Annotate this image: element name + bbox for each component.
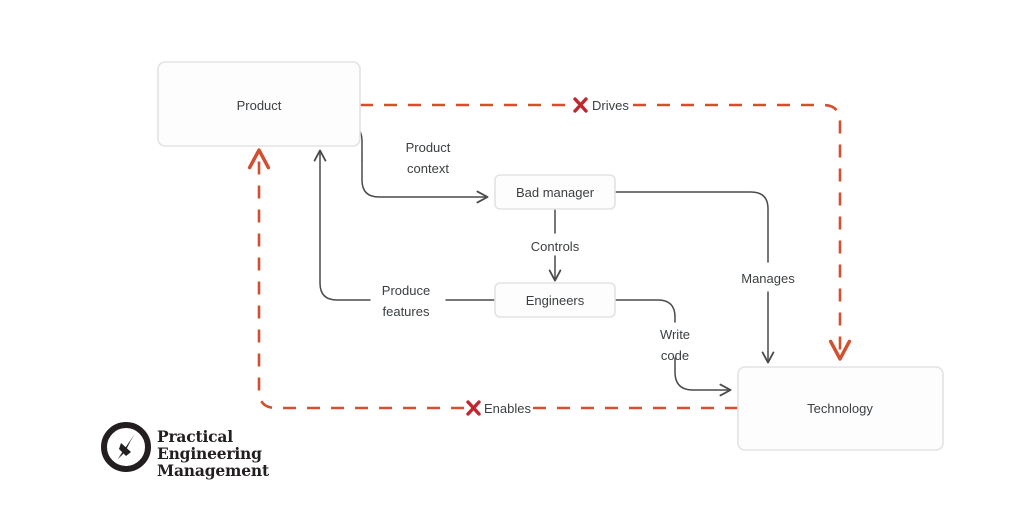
node-bad-manager-label: Bad manager — [516, 185, 595, 200]
edge-label-manages: Manages — [741, 271, 795, 286]
edge-label-product-context-line2: context — [407, 161, 449, 176]
node-technology-label: Technology — [807, 401, 873, 416]
node-engineers-label: Engineers — [526, 293, 585, 308]
edge-label-enables: Enables — [484, 401, 531, 416]
edge-label-drives: Drives — [592, 98, 629, 113]
node-bad-manager[interactable]: Bad manager — [494, 174, 616, 210]
edge-label-write-code-line1: Write — [660, 327, 690, 342]
logo: Practical Engineering Management — [101, 422, 270, 480]
edge-label-product-context-line1: Product — [406, 140, 451, 155]
node-technology[interactable]: Technology — [737, 366, 944, 451]
logo-line-3: Management — [157, 461, 270, 480]
node-technology-box[interactable] — [737, 366, 944, 451]
node-engineers[interactable]: Engineers — [494, 282, 616, 318]
edge-write-code: Write code — [614, 299, 732, 397]
cross-marker-drives — [573, 97, 588, 113]
node-engineers-box[interactable] — [494, 282, 616, 318]
logo-line-2: Engineering — [157, 444, 262, 463]
edge-controls: Controls — [531, 208, 580, 282]
edge-produce-features: Produce features — [313, 149, 496, 319]
edge-enables: Enables — [247, 148, 738, 416]
edge-label-produce-features-line1: Produce — [382, 283, 430, 298]
edge-label-controls: Controls — [531, 239, 580, 254]
edge-product-context: Product context — [344, 123, 489, 204]
edge-manages: Manages — [614, 191, 795, 364]
edge-drives: Drives — [360, 97, 852, 361]
node-product-box[interactable] — [157, 61, 361, 147]
edge-label-write-code-line2: code — [661, 348, 689, 363]
node-product-label: Product — [237, 98, 282, 113]
node-bad-manager-box[interactable] — [494, 174, 616, 210]
edge-label-produce-features-line2: features — [383, 304, 430, 319]
node-product[interactable]: Product — [157, 61, 361, 147]
cross-marker-enables — [466, 400, 481, 416]
logo-line-1: Practical — [157, 427, 233, 446]
compass-icon — [101, 422, 151, 472]
